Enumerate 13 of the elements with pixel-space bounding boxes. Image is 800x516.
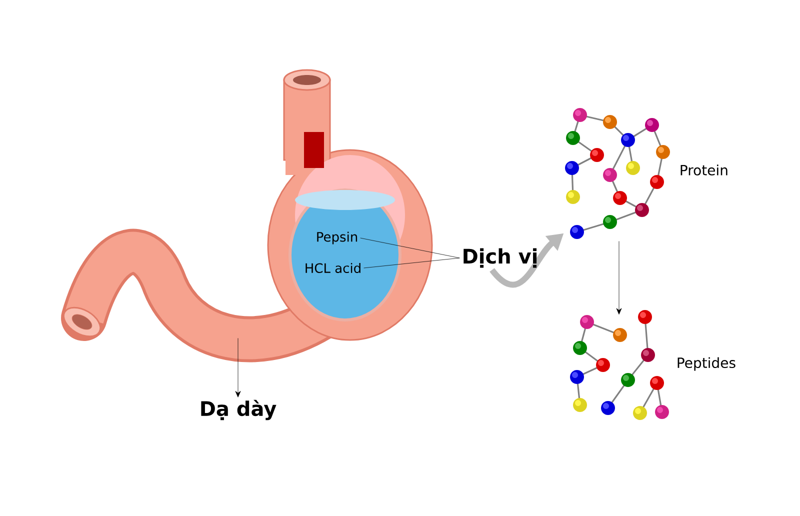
label: Dịch vị xyxy=(464,248,537,268)
connector-line xyxy=(360,238,460,258)
label: Dạ dày xyxy=(201,400,276,420)
label: Peptides xyxy=(678,357,736,371)
peptides-drawing xyxy=(570,310,669,420)
label: HCL acid xyxy=(306,262,360,274)
label: Protein xyxy=(680,164,728,176)
protein-drawing xyxy=(565,108,670,239)
arrow xyxy=(616,241,622,314)
connector-line xyxy=(364,258,460,268)
label: Pepsin xyxy=(317,232,358,244)
arrow xyxy=(235,338,241,398)
stomach-drawing xyxy=(61,69,433,362)
